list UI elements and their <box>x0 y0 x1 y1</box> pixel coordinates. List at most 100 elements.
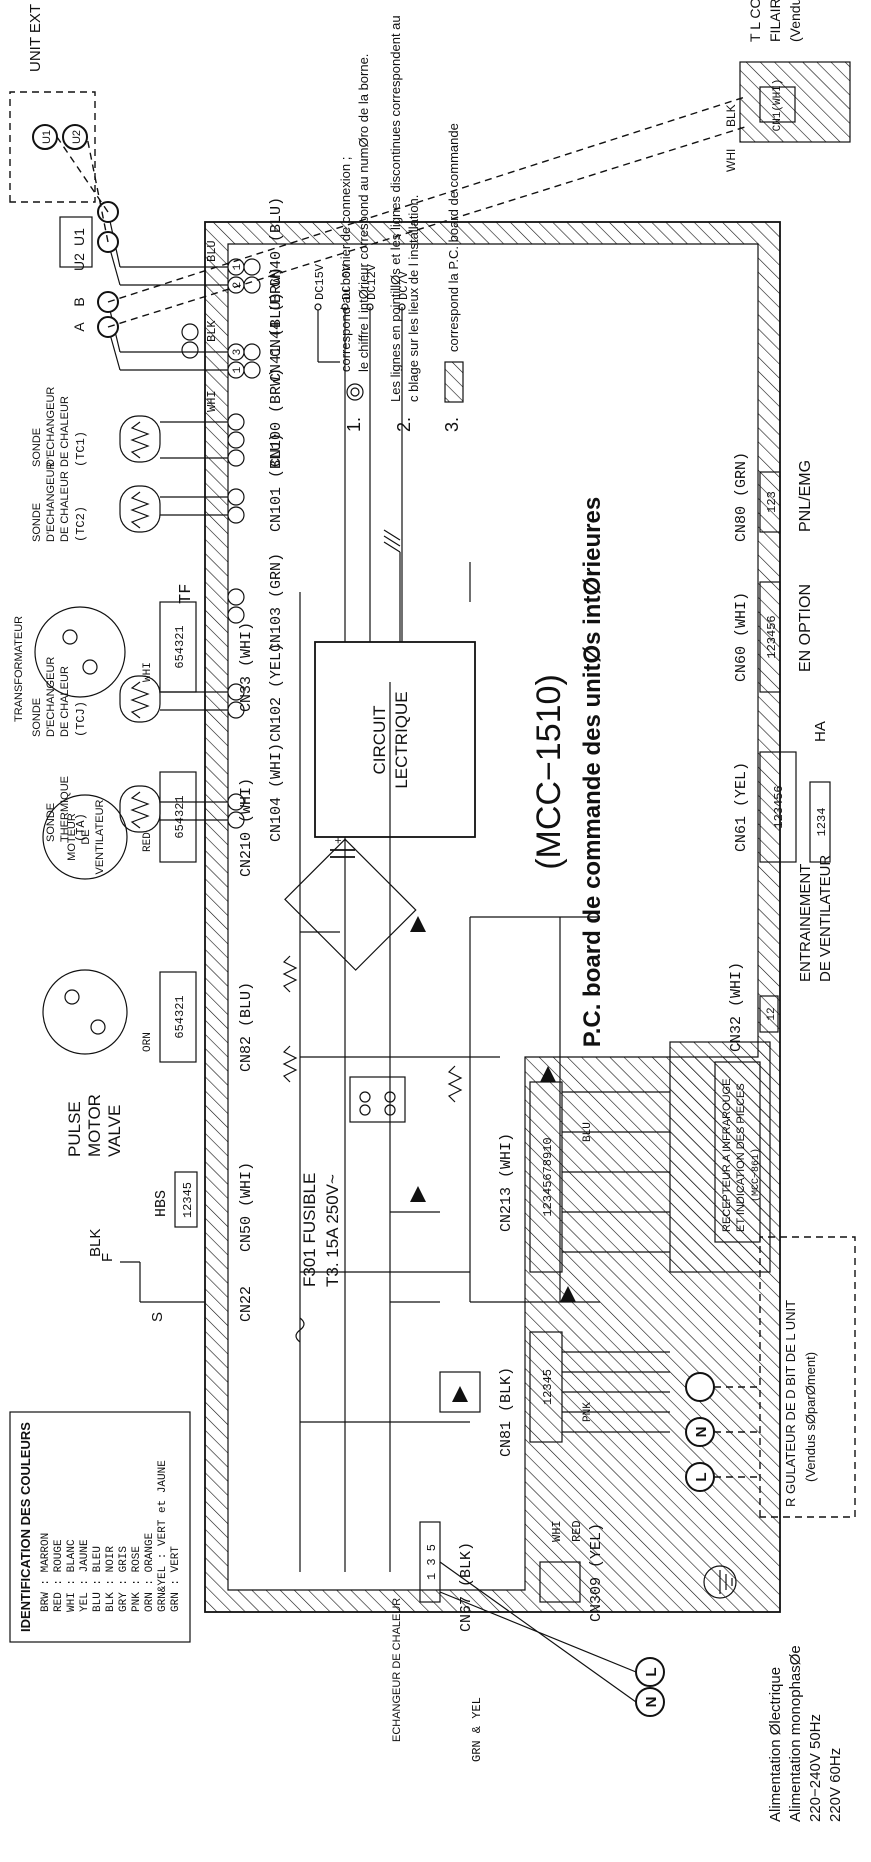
cn41-label: CN41 (BLU) <box>268 292 285 382</box>
tc2-line-2: D'ECHANGEUR <box>45 462 57 542</box>
cn44-label: CN44 (BRW) <box>268 267 285 357</box>
tcj-line-1: SONDE <box>31 698 43 737</box>
cn101-connector: CN101 (BLU) <box>227 433 285 532</box>
legend-row: GRN : VERT <box>170 1546 182 1612</box>
fuse-label-1: F301 FUSIBLE <box>300 1173 319 1287</box>
cn33-wire-whi: WHI <box>142 662 154 682</box>
cn213-connector: 12345678910 CN213 (WHI) BLU <box>498 1081 594 1273</box>
board-title: P.C. board de commande des unitØs intØri… <box>579 497 606 1047</box>
legend-row: ORN : ORANGE <box>144 1532 156 1612</box>
power-terminal: L N Alimentation Ølectrique Alimentation… <box>391 1561 844 1822</box>
tc1-line-1: SONDE <box>31 428 43 467</box>
tc1-line-3: DE CHALEUR <box>59 396 71 467</box>
indoor-terminal-b: B <box>71 297 87 306</box>
cn80-connector: 123 CN80 (GRN) PNL/EMG <box>733 452 814 542</box>
cn213-label: CN213 (WHI) <box>498 1133 515 1232</box>
svg-text:12345678910: 12345678910 <box>541 1137 555 1216</box>
svg-text:1: 1 <box>232 366 244 373</box>
tcj-line-3: DE CHALEUR <box>59 666 71 737</box>
dc12v-label: DC12V <box>365 263 379 300</box>
dc0v-label: DC 0V <box>340 263 354 300</box>
cn22-label: CN22 <box>238 1286 255 1322</box>
legend-row: GRY : GRIS <box>118 1546 130 1612</box>
svg-text:12345: 12345 <box>181 1182 195 1218</box>
sensor-ta: SONDE THERMIQUE (TA) <box>45 776 161 842</box>
ta-line-1: SONDE <box>45 803 57 842</box>
float-switch-f: F <box>99 1253 116 1262</box>
power-terminal-n: N <box>643 1697 660 1708</box>
transformer-label: TRANSFORMATEUR <box>13 616 25 722</box>
power-label-3: 220−240V 50Hz <box>807 1714 824 1822</box>
sensor-tcj: SONDE D'ECHANGEUR DE CHALEUR (TCJ) <box>31 657 161 737</box>
cn80-label: CN80 (GRN) <box>733 452 750 542</box>
dc15v-label: DC15V <box>313 263 327 300</box>
svg-text:3: 3 <box>232 349 244 356</box>
svg-text:2: 2 <box>232 282 244 289</box>
fuse-label-2: T3. 15A 250V~ <box>323 1174 342 1287</box>
svg-text:1: 1 <box>232 263 244 270</box>
legend-row: BLU : BLEU <box>92 1546 104 1612</box>
cn41-wire-whi: WHI <box>205 390 219 412</box>
pmv-label-2: MOTOR <box>85 1094 104 1157</box>
fan-motor: MOTEUR DE VENTILATEUR <box>42 794 128 880</box>
cn101-label: CN101 (BLU) <box>268 433 285 532</box>
cn210-wire-red: RED <box>142 832 154 852</box>
cn102-connector: CN102 (YEL) <box>227 643 285 742</box>
ir-label-1: RECEPTEUR A INFRAROUGE <box>721 1079 733 1232</box>
dc7v-label: DC7V <box>397 270 411 300</box>
regulator-label-2: (Vendus sØparØment) <box>803 1352 818 1482</box>
regulator-terminal-n: N <box>693 1427 710 1438</box>
cn81-label: CN81 (BLK) <box>498 1367 515 1457</box>
cn103-connector: CN103 (GRN) TF <box>177 553 285 652</box>
cn40-wire-blu-1: BLU <box>205 240 219 262</box>
tc1-line-2: D'ECHANGEUR <box>45 387 57 467</box>
cn41-wire-blk: BLK <box>205 320 219 342</box>
cn40-label: CN40 (BLU) <box>268 197 285 287</box>
svg-text:654321: 654321 <box>173 795 187 838</box>
cn50-label: CN50 (WHI) <box>238 1162 255 1252</box>
dc-voltage-labels: DC15V DC 0V DC12V DC7V <box>313 263 411 642</box>
indoor-terminal-u1: U1 <box>71 228 87 246</box>
legend-row: PNK : ROSE <box>131 1546 143 1612</box>
bottom-wires <box>562 1091 760 1478</box>
svg-text:+: + <box>331 837 345 844</box>
svg-text:654321: 654321 <box>173 625 187 668</box>
electric-circuit-box: CIRCUIT LECTRIQUE <box>314 529 476 838</box>
internal-circuit: + <box>282 562 600 1572</box>
note-1-line-2: le chiffre l intØrieur correspond au num… <box>356 54 371 372</box>
fan-motor-label-3: VENTILATEUR <box>94 799 106 874</box>
circuit-label-1: CIRCUIT <box>370 706 389 775</box>
cn50-connector: 12345 HBS CN50 (WHI) <box>153 1162 255 1252</box>
legend-row: RED : ROUGE <box>53 1539 65 1612</box>
remote-label-2: FILAIRE <box>767 0 783 42</box>
cn104-connector: CN104 (WHI) <box>227 743 285 842</box>
svg-text:12345: 12345 <box>541 1369 555 1405</box>
note-3-line-1: correspond la P.C. board de commande <box>446 123 461 352</box>
tcj-line-2: D'ECHANGEUR <box>45 657 57 737</box>
cn102-label: CN102 (YEL) <box>268 643 285 742</box>
cn104-label: CN104 (WHI) <box>268 743 285 842</box>
cn41-connector: 3 1 CN41 (BLU) <box>227 292 285 382</box>
cn33-label: CN33 (WHI) <box>238 622 255 712</box>
power-label-2: Alimentation monophasØe <box>787 1645 804 1822</box>
sensor-tc2: SONDE D'ECHANGEUR DE CHALEUR (TC2) <box>31 462 161 542</box>
tc2-line-4: (TC2) <box>74 506 88 542</box>
earth-symbol <box>703 1565 737 1599</box>
cn103-label: CN103 (GRN) <box>268 553 285 652</box>
fan-drive-label-2: DE VENTILATEUR <box>817 855 834 982</box>
remote-label-3: (Vendus sØparØment) <box>787 0 803 42</box>
ha-label: HA <box>812 721 829 742</box>
outdoor-unit: U1 U2 UNIT EXT RIEURE <box>9 0 109 243</box>
cn309-wire-red: RED <box>570 1520 584 1542</box>
cn61-connector: 123456 CN61 (YEL) 1234 HA <box>733 721 831 863</box>
cn67-connector: 1 3 5 CN67 (BLK) <box>419 1521 475 1632</box>
top-connectors: 1 2 CN40 (BLU) 3 1 CN41 (BLU) CN100 (BRW… <box>177 197 285 842</box>
hbs-label: HBS <box>153 1190 170 1217</box>
cn82-label: CN82 (BLU) <box>238 982 255 1072</box>
svg-text:1234: 1234 <box>815 808 829 837</box>
fan-motor-label-2: DE <box>80 829 92 844</box>
remote-wire-blk: BLK <box>724 104 738 127</box>
